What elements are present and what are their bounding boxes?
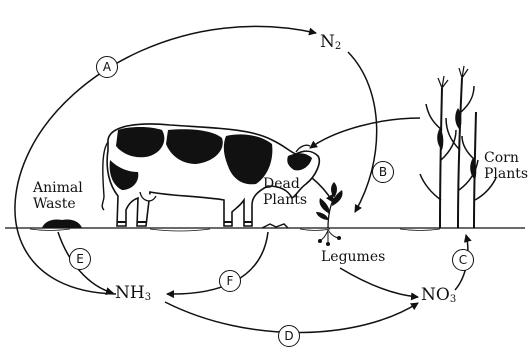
dead-plants-line2: Plants	[263, 192, 307, 208]
arrow-f-letter: F	[227, 274, 234, 288]
arrow-b-letter: B	[379, 165, 387, 179]
no3-subscript: 3	[450, 294, 456, 305]
arrow-f	[167, 232, 268, 294]
arrow-b-marker: B	[372, 161, 394, 183]
arrow-d-marker: D	[278, 325, 300, 347]
n2-text: N	[320, 32, 335, 52]
n2-subscript: 2	[335, 41, 341, 52]
arrow-corn-to-cow	[310, 118, 420, 148]
animal-waste-line1: Animal	[33, 180, 83, 196]
cow-illustration	[102, 124, 319, 226]
arrow-a-letter: A	[103, 60, 111, 74]
animal-waste-line2: Waste	[33, 196, 83, 212]
arrow-d-letter: D	[284, 329, 293, 343]
arrow-b	[348, 52, 377, 212]
arrow-c-letter: C	[459, 253, 467, 267]
dead-plants-line1: Dead	[263, 176, 307, 192]
arrow-cow-to-legumes	[312, 178, 333, 202]
arrow-e-marker: E	[69, 248, 91, 270]
animal-waste-pile	[42, 219, 82, 228]
arrow-c-marker: C	[452, 249, 474, 271]
arrow-a-marker: A	[96, 56, 118, 78]
corn-plants-line1: Corn	[484, 150, 528, 166]
legumes-plant	[316, 182, 343, 246]
legumes-text: Legumes	[321, 249, 385, 265]
legumes-label: Legumes	[321, 249, 385, 265]
nh3-subscript: 3	[145, 292, 151, 303]
ground-texture	[30, 229, 440, 231]
corn-plants-line2: Plants	[484, 166, 528, 182]
nh3-text: NH	[115, 283, 145, 303]
n2-label: N2	[320, 34, 341, 55]
no3-label: NO3	[421, 287, 456, 308]
nh3-label: NH3	[115, 285, 151, 306]
no3-text: NO	[421, 285, 450, 305]
arrow-legumes-to-no3	[340, 268, 418, 297]
arrow-e-letter: E	[76, 252, 84, 266]
arrow-f-marker: F	[219, 270, 241, 292]
corn-plants	[420, 66, 496, 228]
